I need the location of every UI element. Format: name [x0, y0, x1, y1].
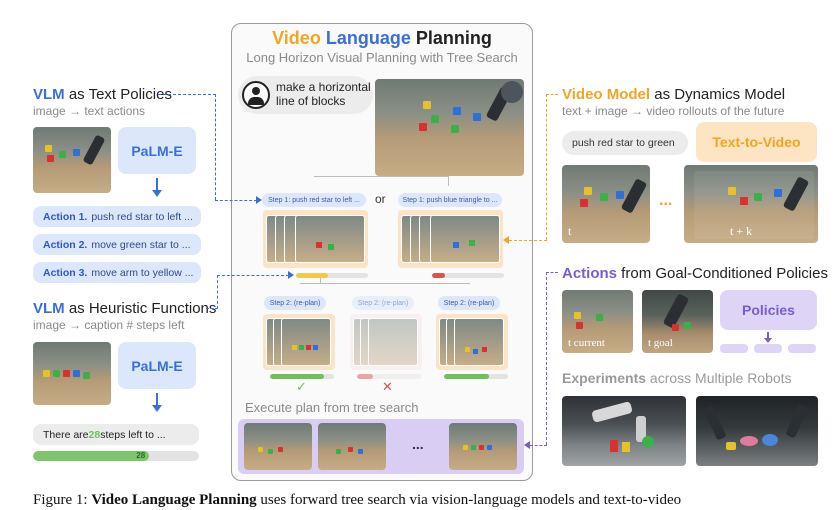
video-ellipsis: ... — [659, 192, 673, 209]
connector-text-policy-arrow — [256, 196, 262, 204]
action-2-pill: Action 2.move green star to ... — [33, 234, 201, 255]
initial-scene-image — [375, 79, 524, 176]
steps-left-caption: There are 28 steps left to ... — [33, 424, 199, 445]
figure-caption: Figure 1: Video Language Planning uses f… — [33, 492, 682, 508]
step2-right-score-bar — [444, 374, 508, 379]
instruction-text: make a horizontal line of blocks — [276, 80, 371, 108]
video-frame-tk-label: t + k — [730, 224, 753, 238]
step2-left-score-bar — [270, 374, 334, 379]
step2-left-label: Step 2: (re-plan) — [264, 296, 326, 310]
connector-heuristic-arrow — [288, 271, 294, 279]
tree-branch-step2 — [300, 283, 470, 293]
arrow-down-head-top — [152, 190, 162, 197]
policies-heading: Actions from Goal-Conditioned Policies — [562, 265, 828, 282]
step2-right-label: Step 2: (re-plan) — [438, 296, 500, 310]
dynamics-heading: Video Model as Dynamics Model — [562, 86, 786, 103]
robot-experiment-image-2 — [696, 396, 818, 466]
step2-middle-rollout — [350, 314, 422, 370]
heuristic-subheading: image → caption # steps left — [33, 318, 185, 332]
connector-policies-v — [546, 272, 547, 445]
palm-e-model-box-top: PaLM-E — [118, 127, 196, 174]
connector-text-policy-h2 — [215, 200, 257, 201]
steps-left-progress-bar: 28 — [33, 451, 199, 461]
policy-action-token-2 — [754, 344, 782, 353]
dynamics-subheading: text + image → video rollouts of the fut… — [562, 104, 785, 118]
text-policies-subheading: image → text actions — [33, 104, 146, 118]
action-1-pill: Action 1.push red star to left ... — [33, 206, 201, 227]
palm-e-model-box-bottom: PaLM-E — [118, 342, 196, 389]
policies-arrow-head — [764, 338, 772, 343]
connector-heuristic-h2 — [217, 275, 289, 276]
cross-icon: ✕ — [382, 380, 393, 395]
video-prompt-pill: push red star to green — [562, 131, 688, 155]
user-icon — [242, 81, 270, 109]
connector-policies-arrow — [524, 441, 530, 449]
tree-connector-step2 — [320, 278, 321, 284]
text-policies-input-image — [33, 127, 111, 193]
connector-policies-h1 — [546, 272, 558, 273]
connector-dynamics-h2 — [509, 240, 547, 241]
tree-branch-left — [314, 176, 449, 190]
steps-left-progress-value: 28 — [136, 451, 146, 460]
step1-right-score-fill — [432, 273, 445, 278]
step2-right-score-fill — [444, 374, 489, 379]
page-subtitle: Long Horizon Visual Planning with Tree S… — [246, 50, 518, 65]
text-policies-heading: VLM as Text Policies — [33, 86, 172, 103]
video-frame-t: t — [562, 165, 650, 243]
experiments-heading: Experiments across Multiple Robots — [562, 370, 792, 386]
policies-arrow-icon — [767, 332, 769, 339]
step2-right-rollout — [436, 314, 508, 370]
connector-heuristic-h1 — [206, 308, 218, 309]
video-frame-tk: t + k — [684, 165, 818, 243]
text-to-video-model-box: Text-to-Video — [696, 122, 817, 162]
policy-goal-label: t goal — [648, 337, 673, 349]
connector-policies-h2 — [530, 445, 547, 446]
policy-current-image: t current — [562, 290, 633, 353]
step2-left-score-fill — [270, 374, 325, 379]
video-frame-t-label: t — [568, 224, 572, 238]
execute-plan-label: Execute plan from tree search — [245, 400, 419, 415]
policy-action-token-3 — [788, 344, 816, 353]
arrow-down-head-bottom — [152, 405, 162, 412]
execute-frame-1 — [244, 423, 312, 470]
policy-action-token-1 — [720, 344, 748, 353]
connector-text-policy-v — [215, 94, 216, 200]
step1-left-rollout — [263, 210, 368, 268]
heuristic-input-image — [33, 342, 111, 405]
policy-current-label: t current — [568, 337, 605, 349]
step1-right-score-bar — [432, 273, 504, 278]
tree-connector-root — [448, 176, 449, 186]
page-title: Video Language Planning — [272, 28, 492, 48]
execute-ellipsis: ... — [412, 436, 424, 452]
connector-dynamics-arrow — [503, 236, 509, 244]
robot-experiment-image-1 — [562, 396, 686, 466]
step1-left-label: Step 1: push red star to left ... — [262, 193, 366, 207]
execute-frame-final — [449, 423, 517, 470]
arrow-down-icon-top — [156, 178, 158, 192]
heuristic-heading: VLM as Heuristic Functions — [33, 300, 217, 317]
steps-left-progress-fill: 28 — [33, 451, 150, 461]
step1-left-score-bar — [296, 273, 368, 278]
arrow-down-icon-bottom — [156, 393, 158, 407]
step2-middle-score-bar — [357, 374, 421, 379]
step2-middle-label: Step 2: (re-plan) — [352, 296, 414, 310]
step2-left-rollout — [263, 314, 335, 370]
step1-left-score-fill — [296, 273, 329, 278]
step2-middle-score-fill — [357, 374, 373, 379]
connector-text-policy-h1 — [158, 94, 216, 95]
step1-right-label: Step 1: push blue triangle to ... — [398, 193, 502, 207]
action-3-pill: Action 3.move arm to yellow ... — [33, 262, 201, 283]
policies-model-box: Policies — [720, 290, 817, 330]
connector-dynamics-v — [546, 94, 547, 240]
policy-goal-image: t goal — [642, 290, 713, 353]
or-label: or — [375, 192, 386, 206]
check-icon: ✓ — [296, 380, 307, 395]
execute-frame-2 — [318, 423, 386, 470]
connector-heuristic-v — [217, 275, 218, 309]
step1-right-rollout — [398, 210, 503, 268]
connector-dynamics-h1 — [546, 94, 558, 95]
